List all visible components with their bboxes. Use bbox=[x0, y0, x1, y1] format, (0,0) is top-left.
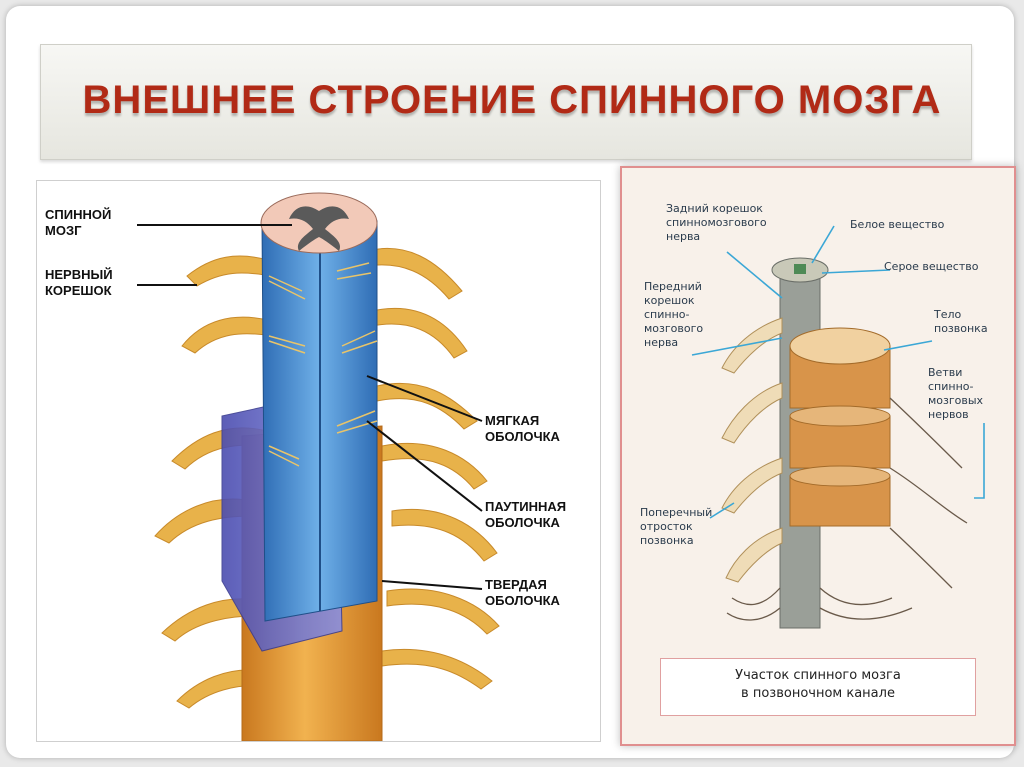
label-transverse-process: Поперечный отросток позвонка bbox=[640, 506, 713, 547]
slide-title: ВНЕШНЕЕ СТРОЕНИЕ СПИННОГО МОЗГА bbox=[82, 78, 942, 122]
nerve-roots-right bbox=[366, 247, 500, 690]
vertebral-bodies bbox=[789, 327, 891, 527]
label-gray-matter: Серое вещество bbox=[884, 260, 979, 273]
leader-lines-left bbox=[137, 224, 483, 590]
figure-caption: Участок спинного мозга в позвоночном кан… bbox=[735, 668, 901, 701]
membranes-illustration bbox=[137, 192, 500, 741]
label-nerve-root: НЕРВНЫЙ КОРЕШОК bbox=[45, 267, 113, 298]
label-vertebral-body: Тело позвонка bbox=[934, 308, 988, 335]
spinal-cord-membranes-figure: СПИННОЙ МОЗГ НЕРВНЫЙ КОРЕШОК МЯГКАЯ ОБОЛ… bbox=[36, 180, 601, 742]
spinal-canal-figure: Задний корешок спинномозгового нерва Бел… bbox=[620, 166, 1016, 746]
leader-lines-right bbox=[691, 225, 985, 519]
gray-matter-butterfly bbox=[289, 206, 349, 251]
transverse-processes bbox=[721, 317, 783, 583]
title-band bbox=[40, 44, 972, 160]
nerve-branches bbox=[726, 397, 968, 621]
label-arachnoid: ПАУТИННАЯ ОБОЛОЧКА bbox=[485, 499, 567, 530]
label-anterior-root: Передний корешок спинно- мозгового нерва bbox=[644, 280, 704, 349]
spinal-canal-illustration bbox=[691, 225, 985, 629]
caption-box: Участок спинного мозга в позвоночном кан… bbox=[660, 658, 976, 716]
nerve-roots-left bbox=[154, 255, 273, 709]
label-dura-mater: ТВЕРДАЯ ОБОЛОЧКА bbox=[485, 577, 560, 608]
label-posterior-root: Задний корешок спинномозгового нерва bbox=[666, 202, 767, 243]
label-white-matter: Белое вещество bbox=[850, 218, 945, 231]
label-nerve-branches: Ветви спинно- мозговых нервов bbox=[928, 366, 984, 421]
label-spinal-cord: СПИННОЙ МОЗГ bbox=[45, 207, 112, 238]
label-pia-mater: МЯГКАЯ ОБОЛОЧКА bbox=[485, 413, 560, 444]
